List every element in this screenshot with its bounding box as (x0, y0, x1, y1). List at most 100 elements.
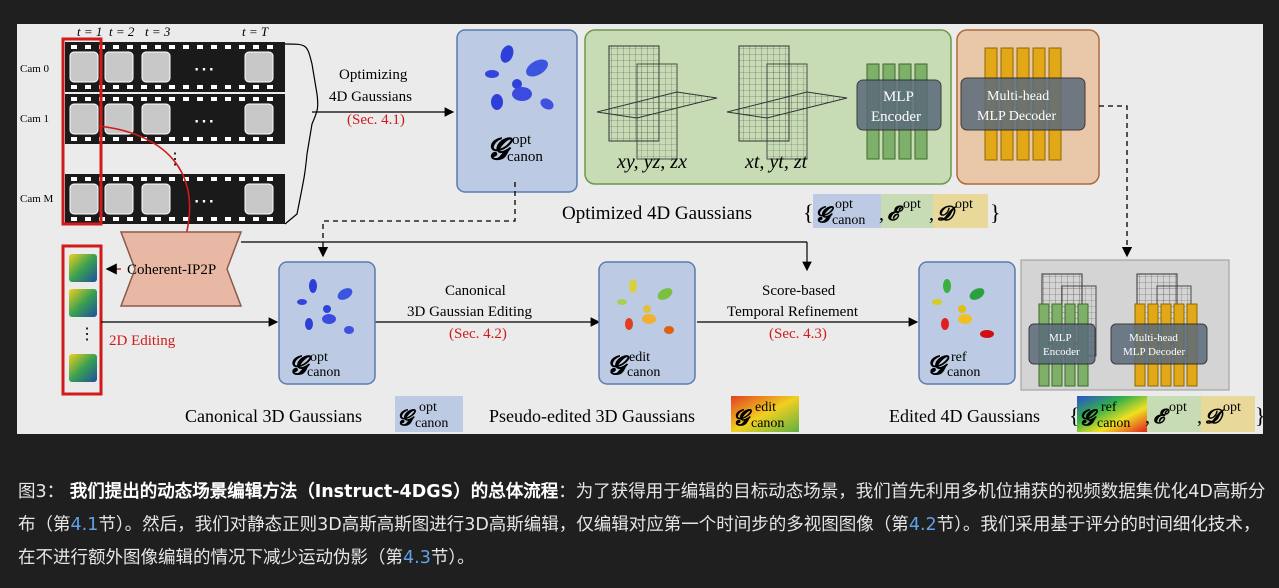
coherent-label: Coherent-IP2P (127, 262, 216, 278)
figure-caption: 图3： 我们提出的动态场景编辑方法（Instruct-4DGS）的总体流程：为了… (18, 476, 1268, 575)
canon-edit-line1: Canonical (445, 283, 506, 299)
sym-opt-label-d: opt (1223, 400, 1241, 415)
optimizing-line1: Optimizing (339, 67, 408, 83)
svg-text:𝓓: 𝓓 (1205, 406, 1225, 428)
first-timestep-highlight (61, 37, 103, 226)
edited-symbols: { 𝓖 ref canon , 𝓔 opt , 𝓓 opt } (1069, 396, 1263, 432)
svg-text:{: { (1069, 403, 1080, 428)
svg-text:,: , (1197, 406, 1202, 428)
film-dots-0: ⋯ (193, 56, 215, 81)
film-dots-1: ⋯ (193, 108, 215, 133)
sym-opt-label: opt (419, 400, 437, 415)
caption-text-3: 节）。我们采用基于评分的时间细化技术，在不进行额外图像编辑的情况下减少运动伪影（… (18, 515, 1261, 568)
caption-text-2: 节）。然后，我们对静态正则3D高斯高斯图进行3D高斯编辑，仅编辑对应第一个时间步… (98, 515, 909, 535)
sym-edit: edit (629, 350, 650, 365)
sym-opt-3: opt (955, 197, 973, 212)
pipeline-figure: t = 1 t = 2 t = 3 t = T ⋯ (17, 24, 1263, 434)
caption-text-4: 节）。 (430, 548, 475, 568)
sym-canon-bottom: canon (307, 365, 340, 380)
canon-edit-box: 𝓖 edit canon (598, 261, 696, 385)
mlp-encoder-label2: Encoder (871, 109, 921, 125)
caption-text-1: ：为了获得用于编辑的目标动态场景，我们首先利用多机位捕获的视频数据集优化4D高斯… (18, 482, 1266, 535)
score-line1: Score-based (762, 283, 836, 299)
plane-labels-2: xt, yt, zt (744, 151, 808, 173)
caption-ref-4-2[interactable]: 4.2 (908, 515, 937, 535)
small-mlp-label1: MLP (1049, 332, 1072, 344)
svg-text:𝓖: 𝓖 (1079, 405, 1099, 430)
small-dec-label2: MLP Decoder (1123, 346, 1186, 358)
plane-set-2 (726, 45, 848, 160)
sym-canon-ref: canon (947, 365, 980, 380)
time-labels: t = 1 t = 2 t = 3 t = T (77, 24, 269, 39)
cam-label-1: Cam 1 (20, 113, 49, 125)
sym-ref: ref (951, 350, 967, 365)
svg-text:}: } (990, 200, 1001, 225)
caption-prefix: 图3： (18, 482, 65, 502)
optimized-symbols: { 𝓖 opt canon , 𝓔 opt , 𝓓 opt } (803, 194, 1001, 228)
sym-opt-1: opt (835, 197, 853, 212)
svg-text:,: , (879, 203, 884, 225)
mlp-encoder-top: MLP Encoder (856, 63, 942, 160)
edited-thumbnails: ⋮ (61, 244, 103, 396)
film-strip-cam0: ⋯ (65, 42, 285, 92)
decoder-label2: MLP Decoder (977, 109, 1057, 124)
time-label-3: t = 3 (145, 24, 171, 39)
sym-opt-bottom: opt (310, 350, 328, 365)
sym-opt-label-e: opt (1169, 400, 1187, 415)
sym-opt-2: opt (903, 197, 921, 212)
canon-edit-line2: 3D Gaussian Editing (407, 304, 532, 320)
editing-2d-label: 2D Editing (109, 333, 176, 349)
cam-label-M: Cam M (20, 193, 54, 205)
optimizing-line2: 4D Gaussians (329, 89, 412, 105)
vertical-dots: ⋮ (167, 151, 183, 168)
sym-edit-label: edit (755, 400, 776, 415)
sym-canon-ref-label: canon (1097, 416, 1130, 431)
optimized-label: Optimized 4D Gaussians (562, 203, 752, 224)
plane-set-1 (596, 45, 718, 160)
sym-canon-edit: canon (627, 365, 660, 380)
symbol-g-opt-top-sup: opt (512, 132, 532, 148)
small-dec-label1: Multi-head (1129, 332, 1178, 344)
canonical-symbol: 𝓖 opt canon (395, 396, 463, 432)
svg-text:,: , (1145, 406, 1150, 428)
time-label-1: t = 1 (77, 24, 102, 39)
sym-ref-label: ref (1101, 400, 1117, 415)
decoder-box: Multi-head MLP Decoder (956, 29, 1100, 185)
svg-text:}: } (1255, 403, 1263, 428)
hexplane-box: xy, yz, zx xt, yt, zt MLP Encoder (584, 29, 952, 185)
decoder-label1: Multi-head (987, 89, 1049, 104)
plane-labels-1: xy, yz, zx (616, 151, 687, 173)
film-strip-camM: ⋯ (65, 174, 285, 224)
svg-text:𝓓: 𝓓 (937, 203, 957, 225)
score-line2: Temporal Refinement (727, 304, 859, 320)
svg-text:⋮: ⋮ (79, 326, 95, 343)
edited-label: Edited 4D Gaussians (889, 406, 1040, 426)
canon-opt-box-top: 𝓖 opt canon (456, 29, 578, 193)
svg-text:𝓖: 𝓖 (607, 351, 630, 380)
small-network-box: MLP Encoder Multi-head MLP Decoder (1020, 259, 1230, 391)
canonical-label: Canonical 3D Gaussians (185, 406, 362, 426)
film-strips: ⋯ ⋯ ⋯ ⋮ (65, 42, 285, 224)
film-strip-cam1: ⋯ (65, 94, 285, 144)
canon-ref-box: 𝓖 ref canon (918, 261, 1016, 385)
canon-edit-ref: (Sec. 4.2) (449, 326, 507, 342)
score-ref: (Sec. 4.3) (769, 326, 827, 342)
time-label-2: t = 2 (109, 24, 135, 39)
coherent-ip2p: Coherent-IP2P (119, 231, 243, 307)
caption-title: 我们提出的动态场景编辑方法（Instruct-4DGS）的总体流程 (69, 482, 559, 502)
caption-ref-4-1[interactable]: 4.1 (70, 515, 99, 535)
svg-text:{: { (803, 200, 814, 225)
optimizing-ref: (Sec. 4.1) (347, 112, 405, 128)
pseudo-label: Pseudo-edited 3D Gaussians (489, 406, 695, 426)
sym-canon-label: canon (415, 416, 448, 431)
svg-text:𝓖: 𝓖 (397, 405, 417, 430)
caption-ref-4-3[interactable]: 4.3 (403, 548, 431, 568)
mlp-encoder-label1: MLP (883, 89, 914, 105)
svg-text:𝓖: 𝓖 (289, 351, 312, 380)
symbol-g-opt-top-sub: canon (507, 149, 543, 165)
small-mlp-label2: Encoder (1043, 346, 1080, 358)
film-dots-M: ⋯ (193, 188, 215, 213)
cam-labels: Cam 0 Cam 1 Cam M (20, 63, 54, 205)
svg-text:𝓖: 𝓖 (927, 351, 950, 380)
svg-text:𝓖: 𝓖 (815, 202, 835, 227)
